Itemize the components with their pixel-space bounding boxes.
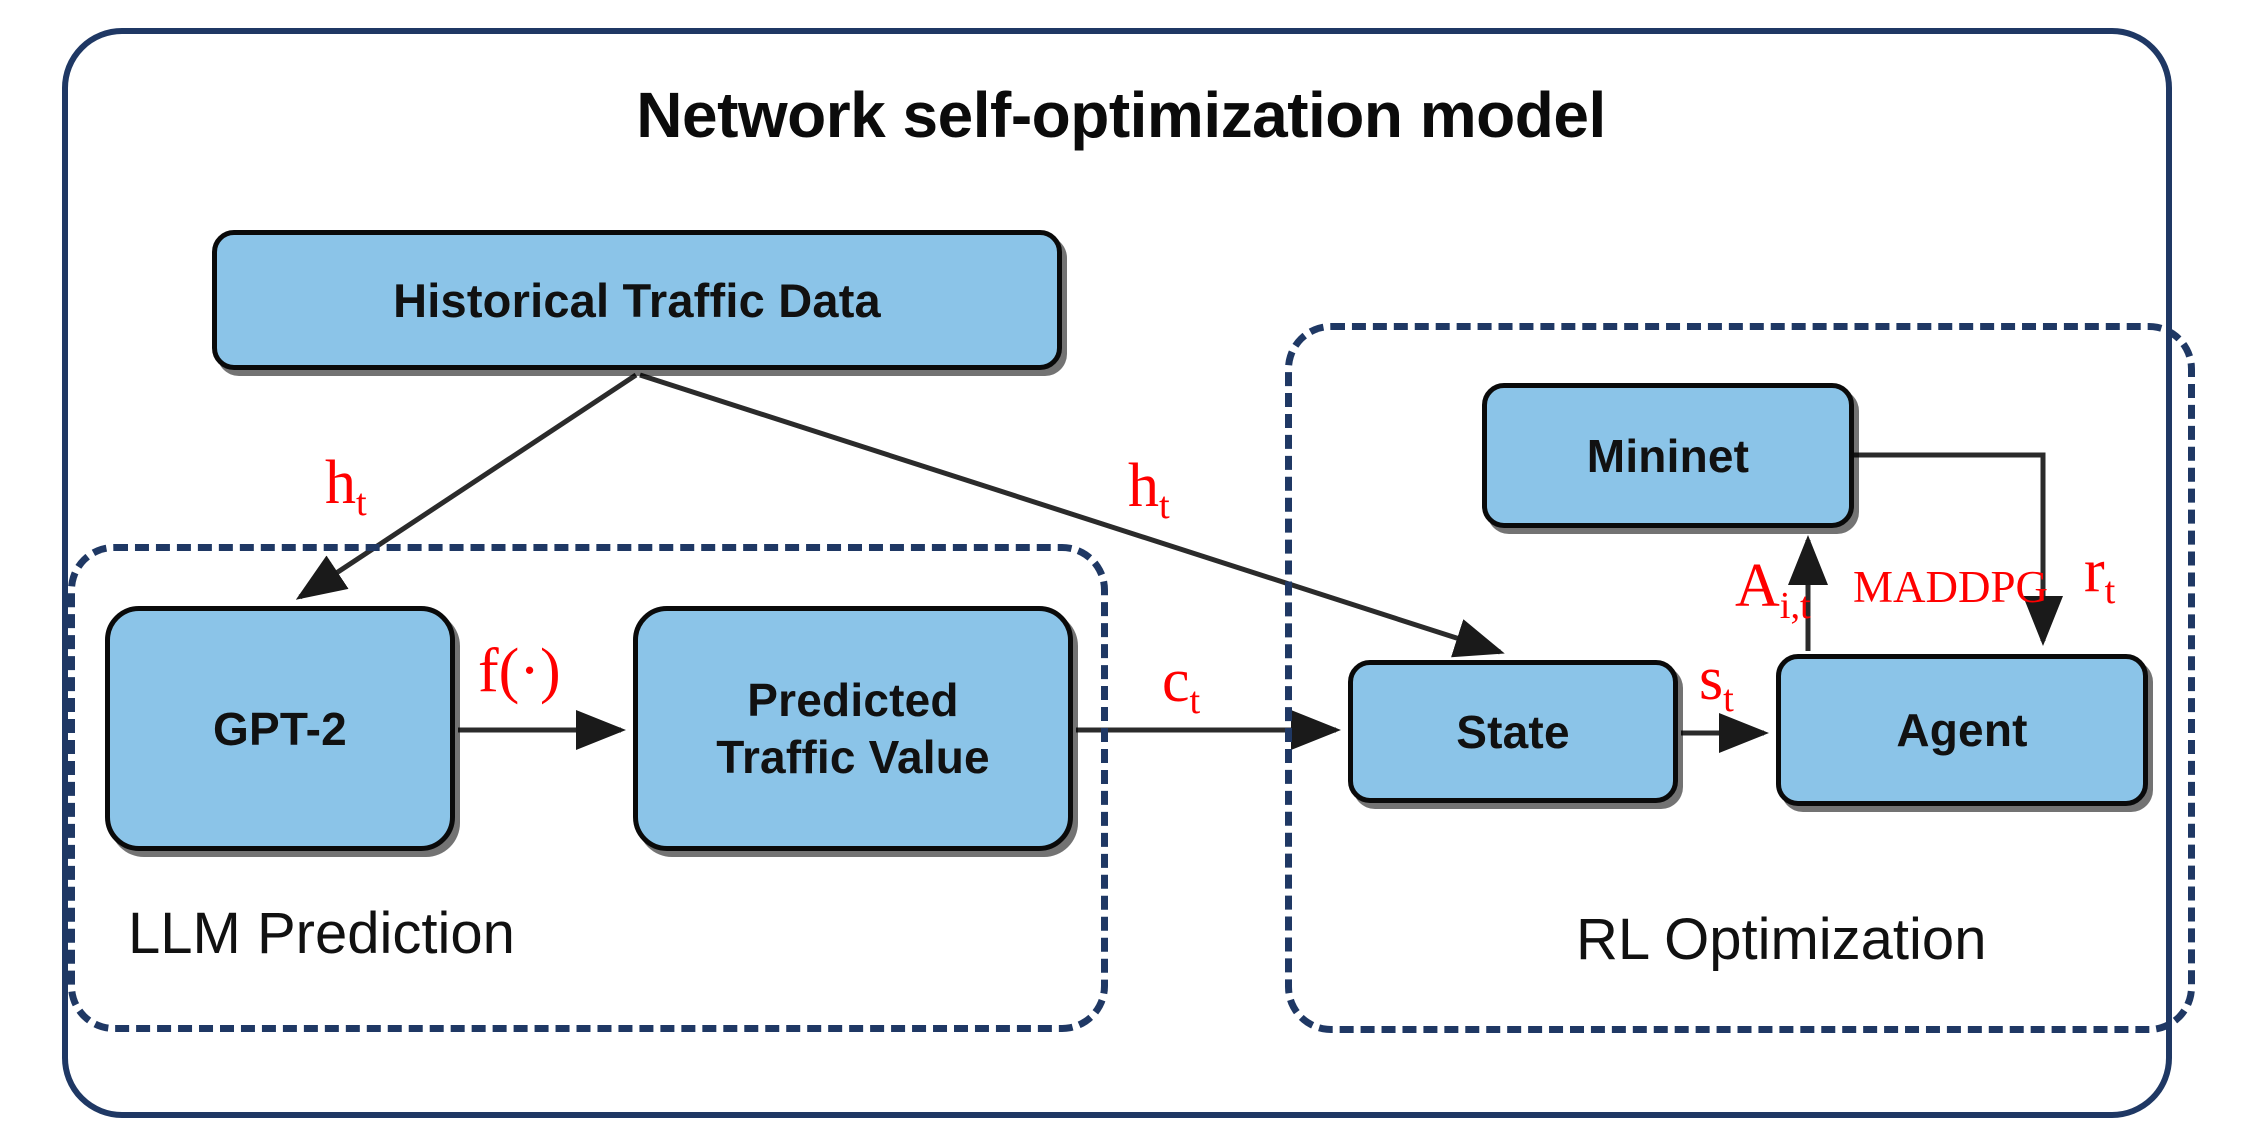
edge-label-base: s — [1699, 645, 1724, 713]
edge-historical-to-gpt2 — [295, 372, 638, 600]
edge-label-h-t-right: ht — [1128, 452, 1170, 525]
llm-prediction-frame — [68, 544, 1108, 1032]
rl-optimization-frame — [1285, 323, 2195, 1033]
edge-label-c-t: ct — [1162, 647, 1200, 720]
edge-label-maddpg: MADDPG — [1853, 565, 2048, 610]
node-state[interactable]: State — [1348, 660, 1678, 803]
edge-mininet-to-agent-reward — [1854, 452, 2063, 646]
edge-label-base: MADDPG — [1853, 562, 2049, 612]
edge-label-s-t: st — [1699, 645, 1734, 718]
edge-label-base: r — [2084, 537, 2105, 605]
edge-label-base: A — [1735, 552, 1780, 620]
edge-label-subscript: t — [356, 481, 367, 524]
edge-label-base: c — [1162, 647, 1190, 715]
outer-model-frame — [62, 28, 2172, 1118]
caption-llm-prediction: LLM Prediction — [128, 901, 515, 966]
edge-label-r-t: rt — [2084, 537, 2115, 610]
edge-label-base: h — [1128, 452, 1159, 520]
node-agent[interactable]: Agent — [1776, 654, 2148, 806]
edge-label-subscript: t — [2104, 569, 2116, 612]
edge-label-subscript: t — [1189, 679, 1201, 722]
page-title: Network self-optimization model — [636, 79, 1606, 151]
caption-rl-optimization: RL Optimization — [1576, 907, 1987, 972]
node-gpt-2[interactable]: GPT-2 — [105, 606, 455, 851]
node-mininet[interactable]: Mininet — [1482, 383, 1854, 528]
node-historical-traffic-data[interactable]: Historical Traffic Data — [212, 230, 1062, 370]
edge-label-subscript: t — [1723, 677, 1734, 720]
edge-historical-to-state — [639, 372, 1505, 658]
edge-label-h-t-left: ht — [325, 449, 367, 522]
edge-label-f-of-dot: f(·) — [478, 640, 561, 702]
edge-label-base: h — [325, 449, 356, 517]
edge-label-subscript: t — [1159, 484, 1170, 527]
node-predicted-traffic-value[interactable]: Predicted Traffic Value — [633, 606, 1073, 851]
edge-label-base: f(·) — [478, 637, 561, 705]
edge-label-a-i-t: Ai,t — [1735, 552, 1811, 625]
edge-label-subscript: i,t — [1779, 584, 1811, 627]
